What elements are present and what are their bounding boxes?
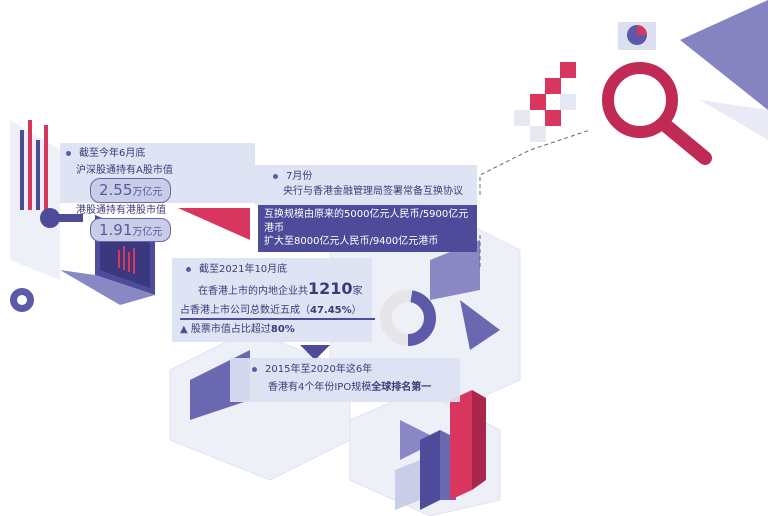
left-bar-chart-illustration — [10, 120, 60, 280]
value-unit: 万亿元 — [132, 187, 163, 198]
swap-scale-band: 互换规模由原来的5000亿元人民币/5900亿元港币 扩大至8000亿元人民币/… — [258, 205, 477, 252]
panel-swap-agreement: 7月份 央行与香港金融管理局签署常备互换协议 — [255, 165, 477, 205]
panel-heading: 截至今年6月底 — [79, 148, 146, 159]
magnifying-glass-icon — [602, 22, 712, 165]
panel-heading: 截至2021年10月底 — [199, 264, 288, 275]
company-count: 1210 — [308, 279, 353, 298]
panel-heading: 7月份 — [286, 171, 313, 182]
panel-text: 占香港上市公司总数近五成（ — [180, 305, 310, 316]
panel-heading: 2015年至2020年这6年 — [265, 364, 373, 375]
donut-chart — [380, 290, 436, 346]
ipo-bar-illustration — [395, 390, 486, 510]
share-percent: 47.45% — [310, 305, 352, 316]
panel-text: 央行与香港金融管理局签署常备互换协议 — [283, 186, 463, 197]
value-number: 1.91 — [99, 220, 133, 239]
value-pill: 1.91万亿元 — [90, 217, 172, 242]
bullet-icon — [273, 173, 278, 179]
value-unit: 万亿元 — [132, 226, 163, 238]
donut-share-arc — [380, 290, 436, 346]
panel-text: 家 — [352, 286, 363, 297]
panel-text: 在香港上市的内地企业共 — [198, 286, 308, 297]
triangle-icon: ▲ — [180, 324, 191, 335]
dashed-connector — [479, 129, 591, 195]
value-pill: 2.55万亿元 — [90, 178, 172, 203]
panel-text: 股票市值占比超过 — [190, 324, 271, 335]
panel-listed-companies: 截至2021年10月底 在香港上市的内地企业共1210家 占香港上市公司总数近五… — [172, 258, 375, 342]
row-label: 沪深股通持有A股市值 — [76, 165, 173, 176]
gear-icon — [10, 288, 34, 312]
bullet-icon — [252, 366, 257, 372]
wrench-icon — [40, 208, 83, 228]
triangle-shape — [680, 0, 768, 110]
panel-ipo-ranking: 2015年至2020年这6年 香港有4个年份IPO规模全球排名第一 — [230, 358, 460, 402]
band-text: 扩大至8000亿元人民币/9400亿元港币 — [264, 236, 439, 247]
market-cap-percent: 80% — [270, 324, 295, 335]
panel-text: ） — [351, 305, 362, 316]
ranking-highlight: 全球排名第一 — [371, 382, 432, 393]
bullet-icon — [66, 150, 71, 156]
bullet-icon — [186, 266, 191, 272]
panel-stock-connect: 截至今年6月底 沪深股通持有A股市值2.55万亿元 港股通持有港股市值1.91万… — [60, 143, 255, 242]
pink-triangle — [178, 208, 250, 240]
stair-blocks — [514, 62, 576, 142]
band-text: 互换规模由原来的5000亿元人民币/5900亿元港币 — [264, 209, 469, 234]
value-number: 2.55 — [99, 181, 133, 199]
row-label: 港股通持有港股市值 — [76, 204, 166, 216]
panel-text: 香港有4个年份IPO规模 — [268, 382, 372, 393]
